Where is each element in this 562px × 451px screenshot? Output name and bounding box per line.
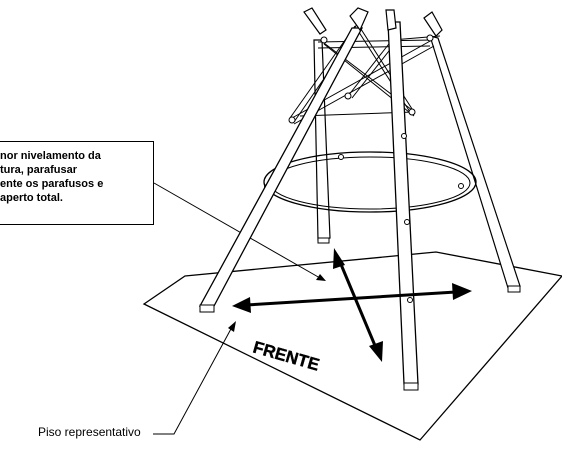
leg-back-right <box>429 35 521 289</box>
footrest-ring-outer <box>263 151 477 213</box>
representative-floor <box>142 251 562 441</box>
leveling-arrow-vertical-head-top <box>333 248 345 269</box>
note-leader-arrowhead <box>316 274 326 281</box>
instruction-line-1: nor nivelamento da <box>0 150 101 162</box>
leveling-arrow-horizontal-head-left <box>232 297 251 313</box>
instruction-line-2: tura, parafusar <box>0 164 78 176</box>
leveling-arrow-vertical <box>338 261 378 349</box>
leg-bolts <box>401 133 413 303</box>
leg-front-left-foot <box>199 304 215 313</box>
leveling-arrow-vertical-head-bottom <box>369 341 383 362</box>
leg-back-right-foot <box>507 285 521 293</box>
leg-back-left-foot <box>317 237 330 244</box>
brace-bolts <box>288 24 434 124</box>
leveling-arrow-horizontal-head-right <box>452 283 472 300</box>
instruction-line-4: aperto total. <box>0 192 63 204</box>
leveling-arrow-horizontal <box>245 290 457 307</box>
instruction-callout-text: nor nivelamento da tura, parafusar ente … <box>0 149 150 205</box>
note-leader-line <box>153 182 321 279</box>
mounting-brackets <box>303 7 443 37</box>
floor-label: Piso representativo <box>38 425 141 439</box>
footrest-ring-inner <box>269 156 471 210</box>
floor-leader-arrowhead <box>228 321 236 332</box>
instruction-callout-box <box>0 141 154 225</box>
instruction-line-3: ente os parafusos e <box>0 178 104 190</box>
floor-leader-line <box>153 326 233 435</box>
leg-front-right-foot <box>403 382 419 391</box>
